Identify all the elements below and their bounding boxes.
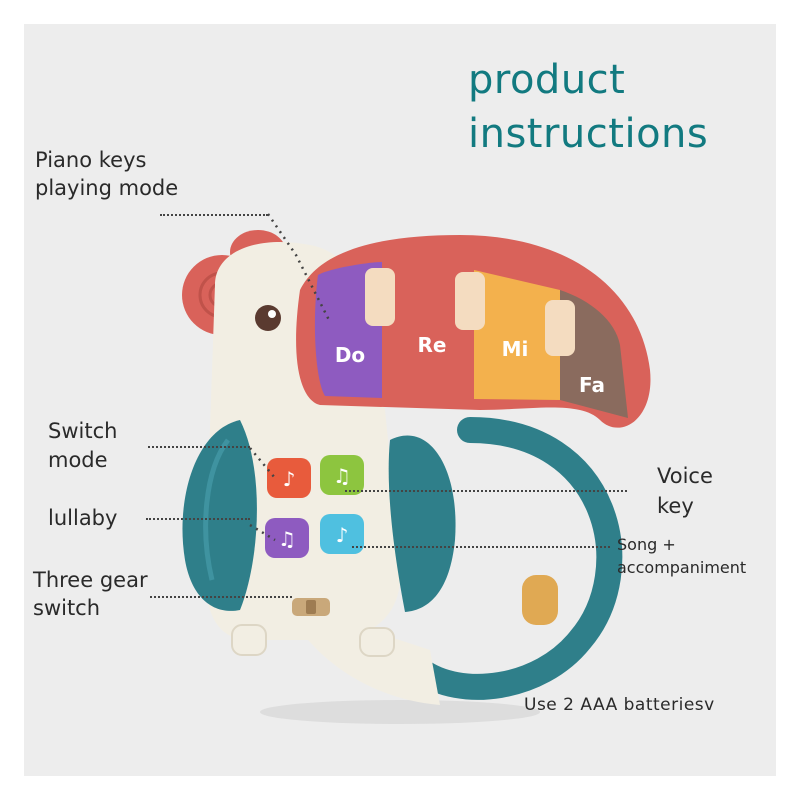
title-line-1: product: [468, 57, 626, 103]
song-button: [320, 514, 364, 554]
leader-line: [146, 518, 250, 520]
leader-line: [150, 596, 292, 598]
callout-switch-mode-line-1: Switch: [48, 419, 118, 443]
battery-note: Use 2 AAA batteriesv: [524, 695, 715, 715]
music-note-icon: ♫: [333, 464, 351, 488]
callout-piano-keys-line-2: playing mode: [35, 176, 179, 200]
leader-line: [345, 490, 627, 492]
callout-lullaby: lullaby: [48, 506, 118, 530]
title-line-2: instructions: [468, 111, 709, 157]
lullaby-button: [265, 518, 309, 558]
piano-key-re-label: Re: [418, 333, 447, 357]
music-note-icon: ♪: [336, 523, 349, 547]
piano-key-do-label: Do: [335, 343, 365, 367]
piano-key-mi-label: Mi: [502, 337, 529, 361]
callout-three-gear-line-2: switch: [33, 596, 101, 620]
callout-piano-keys-line-1: Piano keys: [35, 148, 147, 172]
callout-switch-mode-line-2: mode: [48, 448, 108, 472]
leader-line: [148, 446, 250, 448]
callout-voice-key-line-2: key: [657, 494, 694, 518]
music-note-icon: ♪: [283, 467, 296, 491]
switch-mode-button: [267, 458, 311, 498]
leader-line: [160, 214, 268, 216]
music-note-icon: ♫: [278, 527, 296, 551]
piano-key-fa-label: Fa: [579, 373, 605, 397]
callout-voice-key-line-1: Voice: [657, 464, 713, 488]
voice-key-button: [320, 455, 364, 495]
leader-line: [352, 546, 610, 548]
callout-song-line-1: Song +: [617, 535, 676, 554]
callout-song-line-2: accompaniment: [617, 558, 747, 577]
callout-three-gear-line-1: Three gear: [33, 568, 148, 592]
